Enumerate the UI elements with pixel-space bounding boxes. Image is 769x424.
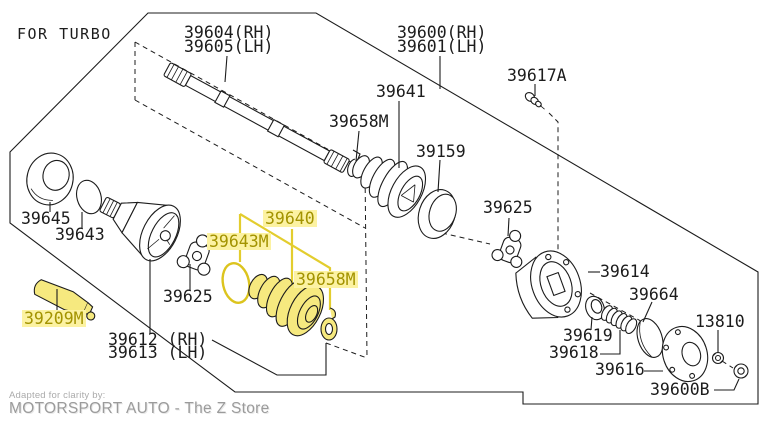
cv-boot-drawing-inner <box>352 155 427 218</box>
part-label-39645: 39645 <box>21 209 71 228</box>
boot-kit-notch-line <box>211 339 327 376</box>
part-label-39641: 39641 <box>376 82 426 101</box>
part-label-39625-left: 39625 <box>163 287 213 306</box>
part-label-39600-rh: 39600(RH) <box>397 23 487 42</box>
kit-oring-drawing <box>221 262 251 304</box>
spider-journal-drawing-left <box>176 234 211 276</box>
part-label-39600b: 39600B <box>650 380 710 399</box>
diagram-border <box>9 12 759 405</box>
dust-shield-ring-drawing <box>417 189 457 239</box>
part-label-39664: 39664 <box>629 285 679 304</box>
kit-boot-band-drawing <box>320 307 338 341</box>
lock-nut-drawing <box>711 351 725 365</box>
cv-housing-drawing <box>99 196 181 262</box>
bearing-ring-drawing <box>585 295 605 321</box>
part-label-39601-lh: 39601(LH) <box>397 37 487 56</box>
part-label-39614: 39614 <box>600 262 650 281</box>
grease-seal-drawing <box>26 152 74 206</box>
part-label-39618: 39618 <box>549 343 599 362</box>
flange-bolt-drawing <box>524 92 545 110</box>
part-label-39616: 39616 <box>595 360 645 379</box>
axle-shaft-drawing <box>163 62 350 173</box>
for-turbo-note: FOR TURBO <box>17 25 112 43</box>
part-label-39625-right: 39625 <box>483 198 533 217</box>
companion-flange-drawing <box>661 325 709 383</box>
part-label-39612-rh: 39612 (RH) <box>108 330 208 349</box>
brand-footer: MOTORSPORT AUTO - The Z Store <box>9 400 270 417</box>
part-label-39159: 39159 <box>416 142 466 161</box>
credit-note: Adapted for clarity by: <box>9 390 106 401</box>
spider-journal-drawing-right <box>491 229 523 268</box>
kit-boot-drawing <box>248 273 325 337</box>
side-flange-drawing <box>515 250 582 319</box>
part-label-39617a: 39617A <box>507 66 567 85</box>
spring-drawing <box>600 305 638 335</box>
part-label-39209m-highlighted: 39209M <box>22 309 86 328</box>
snap-ring-drawing <box>75 179 103 215</box>
part-label-13810: 13810 <box>695 312 745 331</box>
dashed-guides <box>134 41 734 369</box>
part-label-39613-lh: 39613 (LH) <box>108 343 208 362</box>
part-label-39619: 39619 <box>563 326 613 345</box>
part-label-39604-rh: 39604(RH) <box>184 23 274 42</box>
part-label-39658m-top: 39658M <box>329 112 389 131</box>
grease-tube-drawing <box>33 279 96 321</box>
part-label-39643: 39643 <box>55 225 105 244</box>
axle-nut-drawing <box>733 363 749 379</box>
part-label-39605-lh: 39605(LH) <box>184 37 274 56</box>
part-label-39658m-highlighted: 39658M <box>294 270 358 289</box>
part-label-39643m-highlighted: 39643M <box>207 232 271 251</box>
part-label-39640-highlighted: 39640 <box>263 209 317 228</box>
leader-lines <box>49 55 740 391</box>
